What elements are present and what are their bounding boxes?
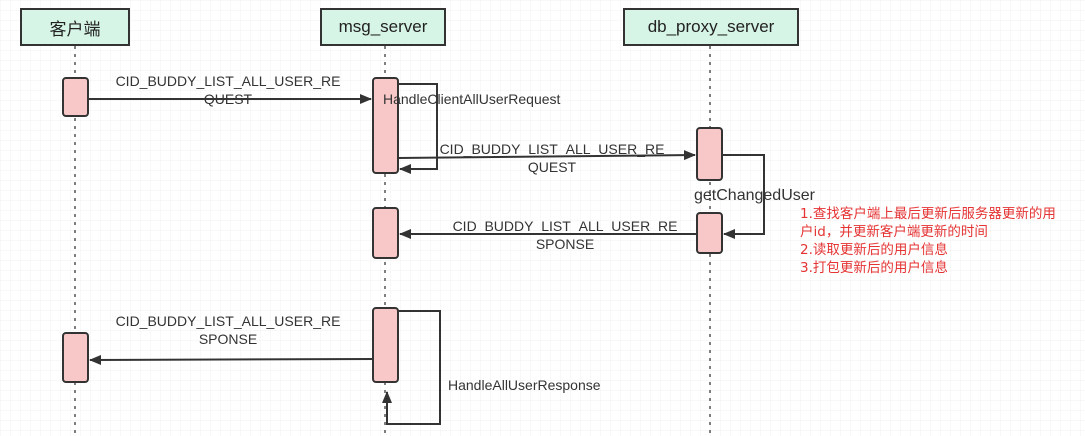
self-call-handle-response bbox=[382, 310, 441, 425]
message-label-m1-line2: QUEST bbox=[203, 91, 253, 107]
activation-msg-server-2 bbox=[372, 207, 399, 259]
actor-msg-server: msg_server bbox=[320, 8, 446, 46]
message-label-m4-line2: SPONSE bbox=[198, 331, 258, 347]
message-label-m3-line1: CID_BUDDY_LIST_ALL_USER_RE bbox=[452, 218, 678, 234]
message-label-m3: CID_BUDDY_LIST_ALL_USER_RE SPONSE bbox=[441, 217, 689, 253]
self-call-label-get-changed-user: getChangedUser bbox=[694, 187, 815, 204]
activation-client-1 bbox=[62, 77, 89, 117]
actor-client: 客户端 bbox=[20, 8, 130, 46]
message-label-m2-line1: CID_BUDDY_LIST_ALL_USER_RE bbox=[439, 141, 665, 157]
message-label-m1-line1: CID_BUDDY_LIST_ALL_USER_RE bbox=[115, 73, 341, 89]
message-label-m3-line2: SPONSE bbox=[535, 236, 595, 252]
message-label-m4-line1: CID_BUDDY_LIST_ALL_USER_RE bbox=[115, 313, 341, 329]
activation-msg-server-1 bbox=[372, 77, 399, 174]
message-label-m4: CID_BUDDY_LIST_ALL_USER_RE SPONSE bbox=[104, 312, 352, 348]
self-call-label-handle-request: HandleClientAllUserRequest bbox=[383, 91, 561, 107]
note-line-2: 2.读取更新后的用户信息 bbox=[800, 242, 948, 258]
note-line-1: 1.查找客户端上最后更新后服务器更新的用户id，并更新客户端更新的时间 bbox=[800, 206, 1056, 240]
annotation-note: 1.查找客户端上最后更新后服务器更新的用户id，并更新客户端更新的时间 2.读取… bbox=[800, 205, 1062, 277]
self-call-handle-request bbox=[398, 83, 438, 174]
message-label-m2-line2: QUEST bbox=[527, 159, 577, 175]
note-line-3: 3.打包更新后的用户信息 bbox=[800, 260, 948, 276]
activation-db-proxy-2 bbox=[696, 212, 723, 254]
activation-client-2 bbox=[62, 332, 89, 383]
arrow-m2-request bbox=[397, 150, 696, 161]
arrow-m4-response bbox=[89, 354, 374, 365]
self-call-get-changed-user bbox=[722, 154, 765, 239]
message-label-m2: CID_BUDDY_LIST_ALL_USER_RE QUEST bbox=[428, 140, 676, 176]
message-label-m1: CID_BUDDY_LIST_ALL_USER_RE QUEST bbox=[104, 72, 352, 108]
actor-db-proxy-server: db_proxy_server bbox=[623, 8, 799, 46]
activation-db-proxy-1 bbox=[696, 127, 723, 181]
self-call-label-handle-response: HandleAllUserResponse bbox=[448, 377, 601, 393]
activation-msg-server-3 bbox=[372, 307, 399, 383]
